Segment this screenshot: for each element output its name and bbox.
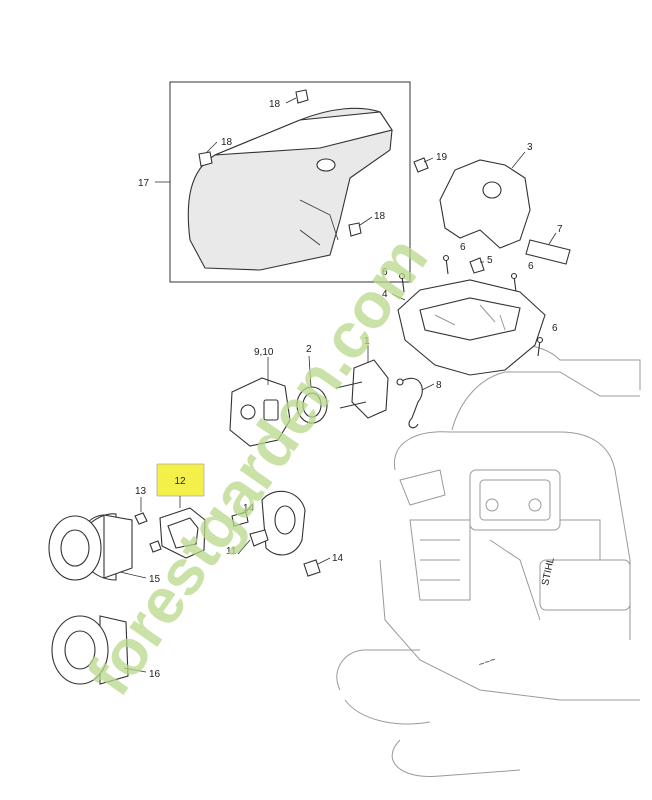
callout-17[interactable]: 17 [138, 178, 150, 189]
callout-6-a[interactable]: 6 [460, 242, 466, 253]
air-filter-15-part[interactable] [48, 513, 147, 581]
air-filter-base-part[interactable] [159, 507, 206, 559]
chainsaw-outline: STIHL ~~~ [336, 344, 641, 778]
callout-6-c[interactable]: 6 [382, 267, 388, 278]
watermark: forestgarden.com [72, 224, 441, 708]
screw-18-right[interactable] [348, 222, 362, 237]
screw-18-top[interactable] [295, 89, 309, 104]
callout-7[interactable]: 7 [557, 224, 563, 235]
callout-8[interactable]: 8 [436, 380, 442, 391]
nut-small-part[interactable] [149, 540, 162, 553]
callout-1[interactable]: 1 [364, 336, 370, 347]
callout-6-d[interactable]: 6 [552, 323, 558, 334]
plug-19-part[interactable] [413, 157, 434, 173]
callout-15[interactable]: 15 [149, 574, 161, 585]
callout-18-left[interactable]: 18 [221, 137, 233, 148]
nut-13-part[interactable] [134, 497, 148, 525]
shroud-bracket-part[interactable] [439, 151, 531, 249]
callout-3[interactable]: 3 [527, 142, 533, 153]
callout-18-top[interactable]: 18 [269, 99, 281, 110]
callout-14-a[interactable]: 14 [243, 503, 255, 514]
callout-14-b[interactable]: 14 [332, 553, 344, 564]
intake-manifold-part[interactable] [335, 345, 389, 419]
callout-18-right[interactable]: 18 [374, 211, 386, 222]
screw-6-d[interactable] [536, 336, 544, 357]
top-cover-group [155, 81, 411, 283]
chainsaw-model-mark: ~~~ [477, 654, 497, 670]
gasket-ring-part[interactable] [296, 355, 328, 424]
carburetor-part[interactable] [229, 357, 291, 447]
grommet-5-part[interactable] [469, 257, 485, 274]
callout-16[interactable]: 16 [149, 669, 161, 680]
callout-13[interactable]: 13 [135, 486, 147, 497]
highlighted-callout-12[interactable]: 12 [156, 463, 205, 508]
screw-6-c[interactable] [398, 272, 406, 293]
callout-9-10[interactable]: 9,10 [254, 347, 274, 358]
clip-14-part[interactable] [303, 557, 331, 577]
callout-4[interactable]: 4 [382, 289, 388, 300]
callout-5[interactable]: 5 [487, 255, 493, 266]
callout-6-b[interactable]: 6 [528, 261, 534, 272]
screw-6-a[interactable] [442, 254, 450, 275]
tank-housing-part[interactable] [391, 279, 546, 376]
callout-19[interactable]: 19 [436, 152, 448, 163]
watermark-text: forestgarden.com [72, 224, 441, 708]
screw-6-b[interactable] [510, 272, 518, 293]
throttle-rod-part[interactable] [396, 377, 435, 429]
engine-block-outline [399, 469, 601, 621]
screw-18-left[interactable] [198, 151, 213, 167]
air-filter-16-part[interactable] [51, 615, 147, 685]
callout-2[interactable]: 2 [306, 344, 312, 355]
gasket-7-part[interactable] [525, 232, 571, 265]
callout-11[interactable]: 11 [226, 546, 237, 557]
callout-12-label: 12 [174, 476, 186, 487]
filter-plate-part[interactable] [231, 490, 306, 556]
callout-labels: 17 18 18 18 19 3 7 6 5 6 6 4 6 1 2 9,10 … [135, 99, 563, 680]
